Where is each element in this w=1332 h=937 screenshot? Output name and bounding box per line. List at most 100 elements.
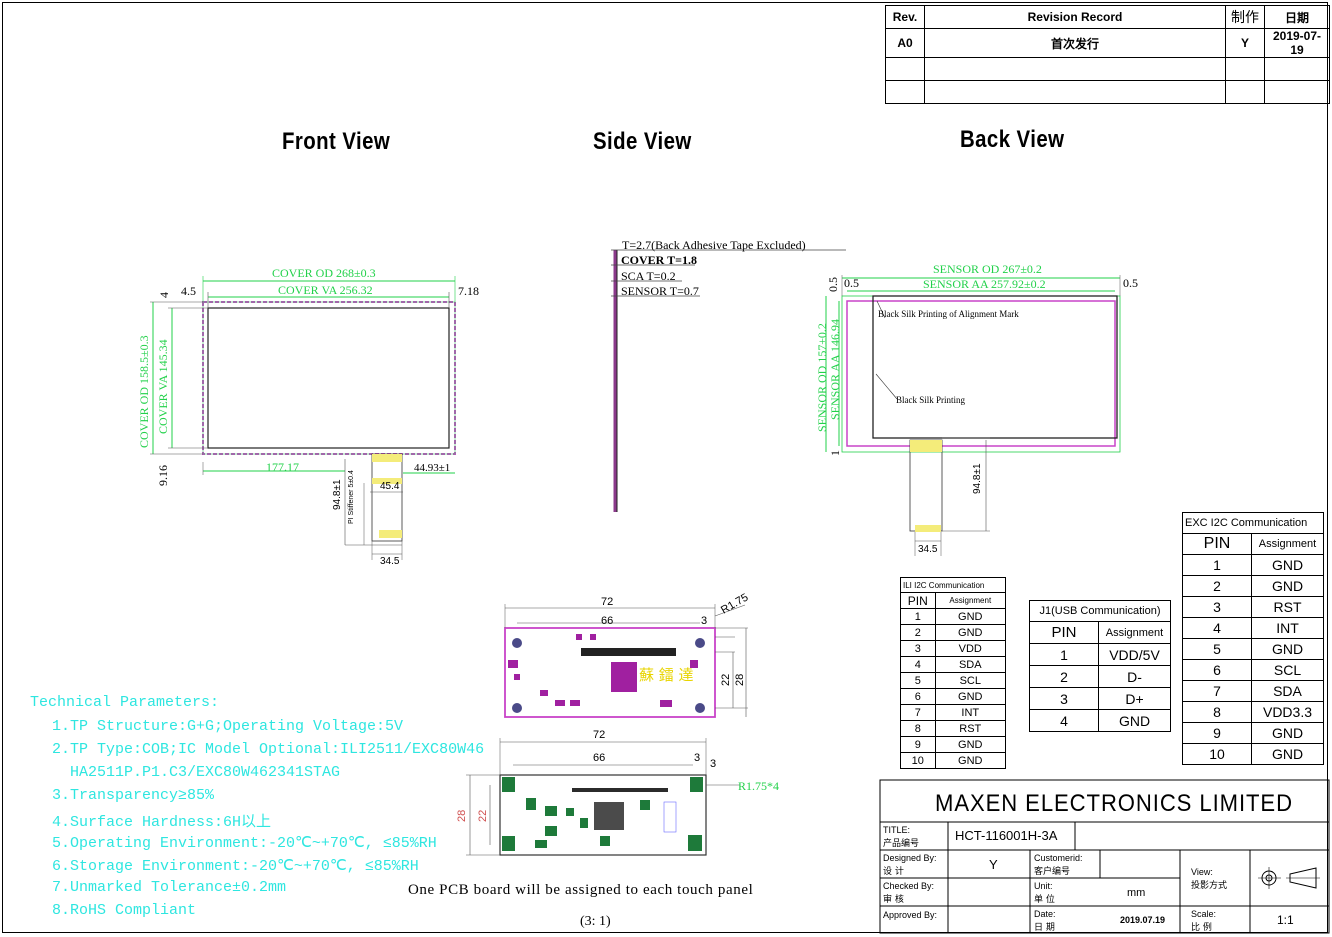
pin-cell: 8 — [900, 720, 936, 737]
tech-param-line: 3.Transparency≥85% — [52, 787, 215, 804]
fpc-right-label: 44.93±1 — [414, 462, 451, 474]
pin-cell: 8 — [1182, 701, 1252, 723]
revision-table: Rev. Revision Record 制作 日期 A0 首次发行 Y 201… — [885, 5, 1330, 104]
pin-cell: 3 — [1182, 596, 1252, 618]
assignment-cell: GND — [934, 736, 1007, 753]
cover-od-vertical-label: COVER OD 158.5±0.3 — [137, 335, 151, 448]
pcb-top-drawing — [504, 604, 748, 718]
unit-label-cn: 单 位 — [1034, 895, 1055, 905]
bottom-margin-back-label: 1 — [828, 450, 842, 456]
empty-cell — [1264, 80, 1330, 104]
assignment-cell: VDD3.3 — [1251, 701, 1324, 723]
view-label-cn: 投影方式 — [1191, 881, 1228, 891]
sca-thickness-label: SCA T=0.2 — [621, 269, 676, 283]
assignment-cell: SCL — [1251, 659, 1324, 681]
customer-label: Customerid: — [1034, 853, 1083, 863]
pin-cell: 3 — [900, 640, 936, 657]
date-label: Date: — [1034, 909, 1056, 919]
assignment-cell: GND — [1251, 722, 1324, 744]
tech-param-line: HA2511P.P1.C3/EXC80W462341STAG — [52, 764, 341, 781]
assignment-cell: D+ — [1098, 687, 1171, 710]
customer-label-cn: 客户编号 — [1034, 867, 1071, 877]
pin-header: PIN — [900, 592, 936, 609]
silk-printing-note: Black Silk Printing — [896, 395, 966, 405]
empty-cell — [1264, 57, 1330, 81]
tech-param-line: 7.Unmarked Tolerance±0.2mm — [52, 879, 287, 896]
bottom-gap-label: 9.16 — [156, 465, 170, 486]
assignment-cell: RST — [1251, 596, 1324, 618]
empty-cell — [1225, 80, 1265, 104]
title-value: HCT-116001H-3A — [955, 828, 1058, 843]
tech-param-line: 4.Surface Hardness:6H以上 — [52, 814, 272, 831]
unit-label: Unit: — [1034, 881, 1053, 891]
pin-header: PIN — [1029, 621, 1099, 644]
pcb-bottom-hole-height-label: 22 — [477, 809, 489, 822]
assignment-cell: VDD/5V — [1098, 643, 1171, 666]
right-margin-back-label: 0.5 — [1123, 276, 1138, 290]
fpc-length-back-label: 94.8±1 — [972, 463, 983, 494]
pcb-height-label: 28 — [734, 673, 746, 686]
alignment-mark-note: Black Silk Printing of Alignment Mark — [878, 309, 1019, 319]
pin-cell: 2 — [900, 624, 936, 641]
cover-od-label: COVER OD 268±0.3 — [272, 266, 376, 280]
date-cell: 2019-07-19 — [1264, 28, 1330, 58]
tail-width-back-label: 34.5 — [918, 544, 938, 555]
front-view-drawing — [150, 276, 456, 560]
date-label-cn: 日 期 — [1034, 923, 1055, 933]
date-value: 2019.07.19 — [1120, 915, 1166, 925]
back-view-drawing — [825, 275, 1121, 556]
revision-record-header: Revision Record — [924, 5, 1226, 29]
pin-header: PIN — [1182, 533, 1252, 555]
pcb-bottom-drawing — [466, 738, 740, 856]
top-margin-back-label: 0.5 — [826, 277, 840, 292]
sensor-thickness-label: SENSOR T=0.7 — [621, 284, 699, 298]
right-margin-label: 7.18 — [458, 284, 479, 298]
ili-table-title: ILI I2C Communication — [900, 577, 1006, 593]
pin-cell: 6 — [1182, 659, 1252, 681]
sensor-aa-vertical-label: SENSOR AA 146.94 — [828, 318, 842, 420]
assignment-cell: GND — [934, 624, 1007, 641]
assignment-cell: GND — [934, 688, 1007, 705]
fpc-offset-label: 177.17 — [266, 460, 299, 474]
pcb-hole-span-label: 66 — [601, 615, 614, 627]
top-gap-label: 4 — [157, 292, 171, 298]
pin-cell: 9 — [900, 736, 936, 753]
pcb-offset-label: 3 — [701, 615, 708, 627]
assignment-header: Assignment — [1251, 533, 1324, 555]
pin-cell: 7 — [1182, 680, 1252, 702]
pin-cell: 4 — [1182, 617, 1252, 639]
empty-cell — [924, 57, 1226, 81]
tech-param-line: 8.RoHS Compliant — [52, 902, 197, 919]
assignment-cell: GND — [934, 752, 1007, 769]
assignment-cell: GND — [1098, 709, 1171, 732]
pcb-note: One PCB board will be assigned to each t… — [408, 882, 754, 898]
pin-cell: 4 — [1029, 709, 1099, 732]
pcb-logo: 蘇 鐳 達 — [639, 666, 694, 684]
pin-cell: 1 — [1029, 643, 1099, 666]
pcb-bottom-height-label: 28 — [456, 809, 468, 822]
left-margin-label: 4.5 — [181, 284, 196, 298]
approved-label: Approved By: — [883, 910, 938, 920]
assignment-cell: GND — [1251, 575, 1324, 597]
pcb-hole-height-label: 22 — [720, 673, 732, 686]
pin-cell: 2 — [1029, 665, 1099, 688]
pin-cell: 7 — [900, 704, 936, 721]
pin-cell: 10 — [900, 752, 936, 769]
left-margin-back-label: 0.5 — [844, 276, 859, 290]
cover-thickness-label: COVER T=1.8 — [621, 253, 697, 267]
assignment-header: Assignment — [1098, 621, 1171, 644]
unit-value: mm — [1127, 887, 1146, 899]
assignment-cell: GND — [1251, 554, 1324, 576]
pin-cell: 3 — [1029, 687, 1099, 710]
front-view-title: Front View — [282, 128, 391, 155]
pin-cell: 6 — [900, 688, 936, 705]
stiffener-label: PI Stiffener 5±0.4 — [348, 470, 355, 524]
pin-cell: 5 — [900, 672, 936, 689]
total-thickness-label: T=2.7(Back Adhesive Tape Excluded) — [622, 238, 806, 252]
exc-table-title: EXC I2C Communication — [1182, 512, 1324, 534]
back-view-title: Back View — [960, 126, 1065, 153]
tech-param-line: 5.Operating Environment:-20℃~+70℃, ≤85%R… — [52, 835, 437, 852]
